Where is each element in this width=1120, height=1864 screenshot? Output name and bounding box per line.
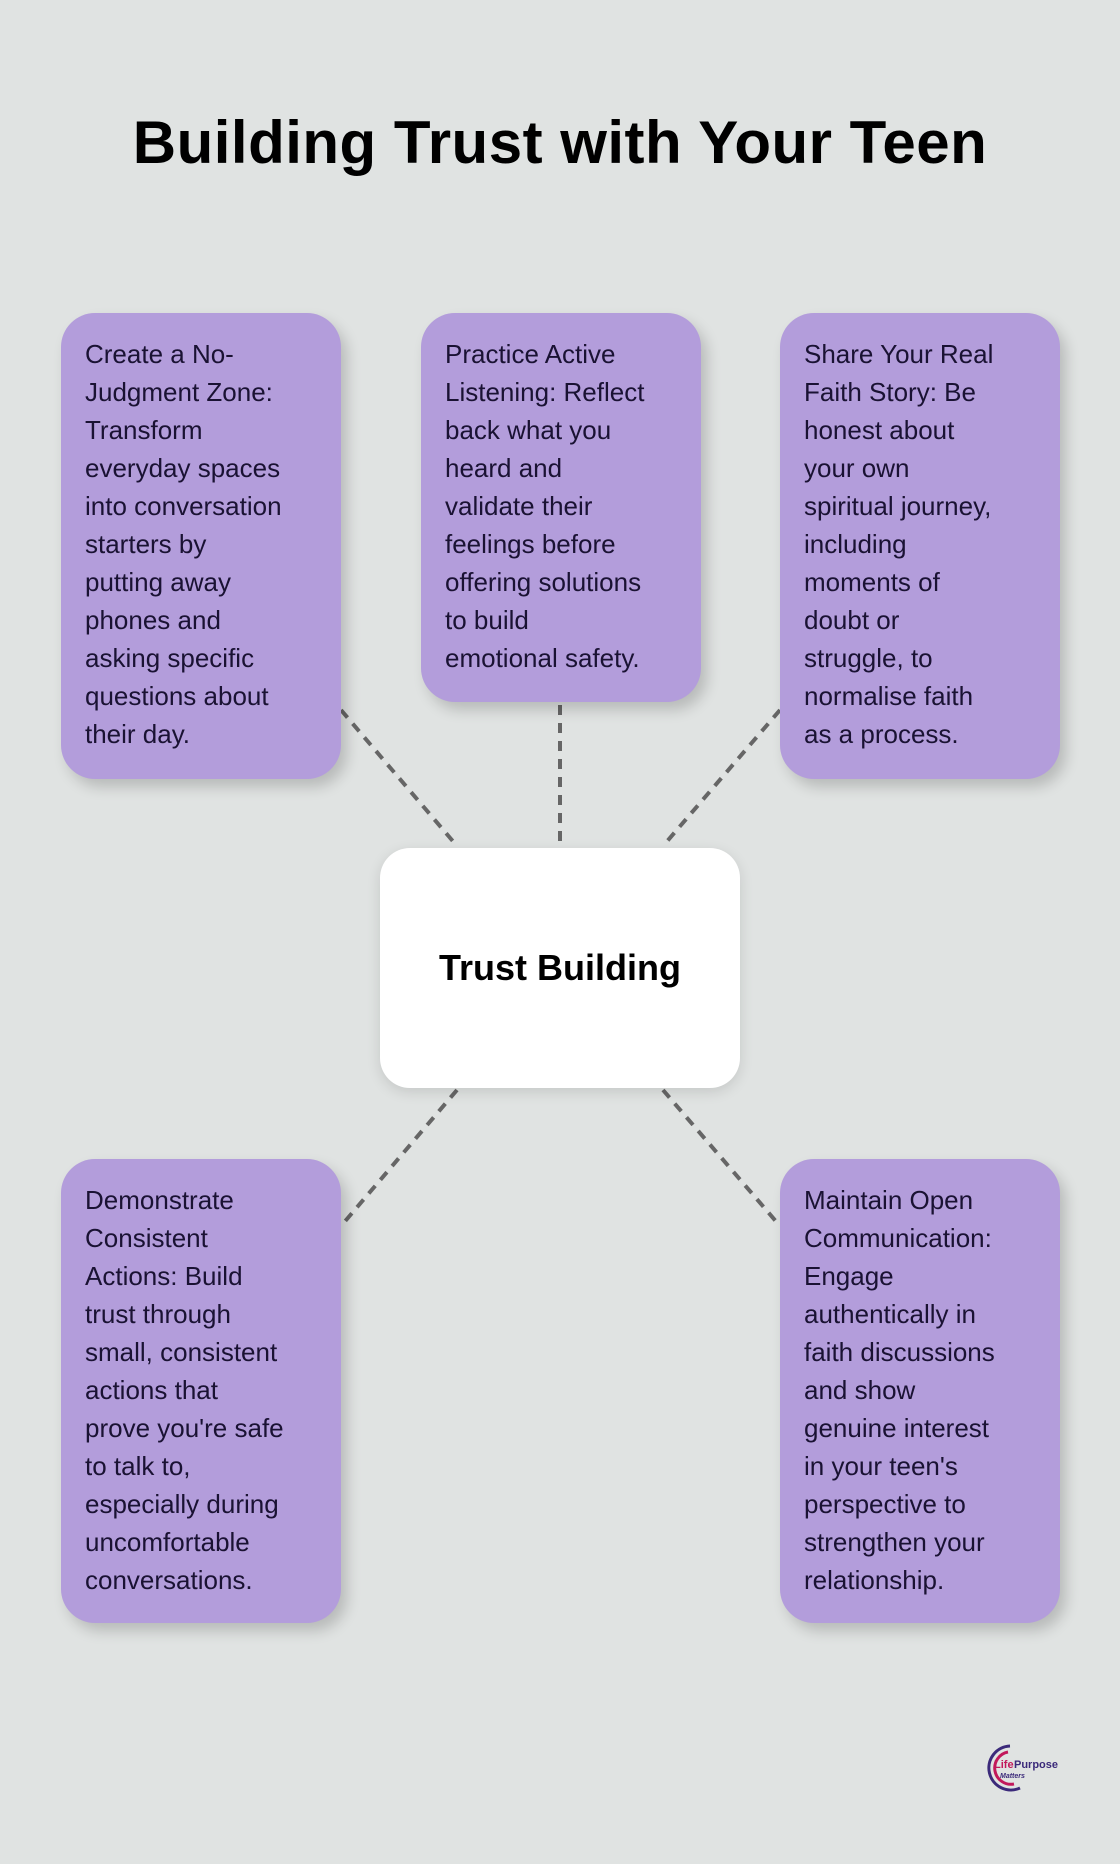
card-text: normalise faith	[804, 681, 974, 711]
card-text: actions that	[85, 1375, 218, 1405]
card-text: trust through	[85, 1299, 231, 1329]
card-text: Demonstrate	[85, 1185, 234, 1215]
card-text: in your teen's	[804, 1451, 958, 1481]
connector-bottom-right	[661, 1088, 782, 1228]
card-text: to talk to,	[85, 1451, 191, 1481]
card-text: faith discussions	[804, 1337, 995, 1367]
card-text: strengthen your	[804, 1527, 985, 1557]
card-text: conversations.	[85, 1565, 253, 1595]
center-node: Trust Building	[380, 848, 740, 1088]
card-text: Communication:	[804, 1223, 992, 1253]
card-text: struggle, to	[804, 643, 933, 673]
card-text: validate their	[445, 491, 593, 521]
svg-text:Purpose: Purpose	[1014, 1759, 1058, 1771]
card-text: Transform	[85, 415, 203, 445]
card-text: Judgment Zone:	[85, 377, 273, 407]
card-text: authentically in	[804, 1299, 976, 1329]
card-text: questions about	[85, 681, 269, 711]
svg-text:Life: Life	[994, 1759, 1014, 1771]
card-text: everyday spaces	[85, 453, 281, 483]
card-text: Faith Story: Be	[804, 377, 976, 407]
card-text: Maintain Open	[804, 1185, 974, 1215]
card-text: Consistent	[85, 1223, 208, 1253]
card-text: honest about	[804, 415, 955, 445]
card-text: starters by	[85, 529, 207, 559]
card-text: your own	[804, 453, 910, 483]
card-text: perspective to	[804, 1489, 966, 1519]
life-purpose-matters-logo: Life Purpose Matters	[987, 1744, 1058, 1792]
card-text: genuine interest	[804, 1413, 990, 1443]
card-text: emotional safety.	[445, 643, 640, 673]
center-label: Trust Building	[439, 947, 681, 988]
card-no-judgment-zone: Create a No- Judgment Zone: Transform every…	[61, 313, 341, 779]
svg-text:Matters: Matters	[1000, 1773, 1025, 1780]
card-text: as a process.	[804, 719, 959, 749]
card-text: putting away	[85, 567, 231, 597]
card-text: uncomfortable	[85, 1527, 250, 1557]
page-title: Building Trust with Your Teen	[132, 109, 988, 176]
card-text: Listening: Reflect	[445, 377, 645, 407]
card-text: small, consistent	[85, 1337, 278, 1367]
card-text: back what you	[445, 415, 612, 445]
card-text: Actions: Build	[85, 1261, 243, 1291]
card-text: their day.	[85, 719, 191, 749]
card-text: doubt or	[804, 605, 900, 635]
card-text: prove you're safe	[85, 1413, 284, 1443]
card-text: into conversation	[85, 491, 282, 521]
card-text: especially during	[85, 1489, 279, 1519]
connector-top-left	[339, 708, 459, 848]
connector-top-right	[661, 708, 782, 848]
connector-bottom-left	[339, 1088, 459, 1228]
card-text: feelings before	[445, 529, 616, 559]
card-text: Create a No-	[85, 339, 234, 369]
card-text: heard and	[445, 453, 563, 483]
card-text: Practice Active	[445, 339, 616, 369]
card-text: phones and	[85, 605, 221, 635]
card-text: and show	[804, 1375, 916, 1405]
card-text: including	[804, 529, 907, 559]
card-text: Engage	[804, 1261, 894, 1291]
card-text: moments of	[804, 567, 940, 597]
card-text: asking specific	[85, 643, 255, 673]
card-text: spiritual journey,	[804, 491, 992, 521]
card-text: offering solutions	[445, 567, 642, 597]
card-text: to build	[445, 605, 529, 635]
card-text: Share Your Real	[804, 339, 994, 369]
card-text: relationship.	[804, 1565, 945, 1595]
